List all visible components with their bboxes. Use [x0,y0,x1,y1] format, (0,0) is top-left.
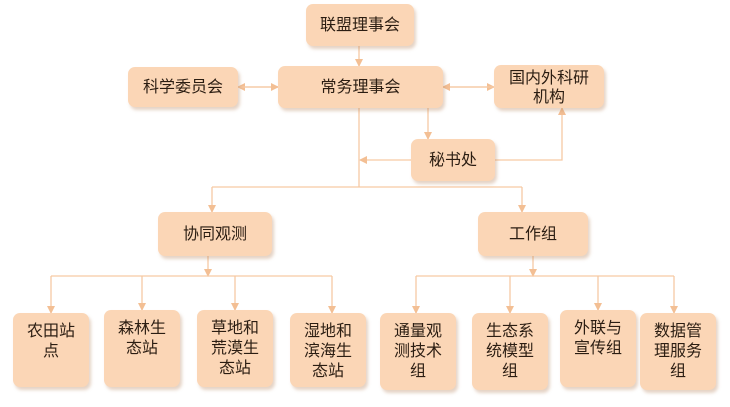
data-service-line-3: 组 [669,361,686,380]
data-service-line-2: 理服务 [653,341,702,360]
standing-council-box: 常务理事会 [278,66,443,108]
edge-secretariat-domestic [495,107,566,161]
data-service-group-box: 数据管 理服务 组 [640,313,716,390]
working-groups-box: 工作组 [478,212,588,256]
science-committee-label: 科学委员会 [142,77,223,96]
data-service-line-1: 数据管 [653,321,702,340]
farmland-line-2: 点 [42,341,59,360]
flux-line-3: 组 [409,361,426,380]
secretariat-box: 秘书处 [411,139,495,181]
domestic-foreign-line-2: 机构 [532,86,565,106]
science-committee-box: 科学委员会 [128,67,238,107]
flux-line-2: 测技术 [393,341,442,360]
working-groups-label: 工作组 [508,224,557,243]
forest-line-2: 态站 [125,338,158,357]
flux-line-1: 通量观 [393,321,442,340]
grassland-line-1: 草地和 [210,318,259,337]
model-line-1: 生态系 [485,321,534,340]
domestic-foreign-box: 国内外科研 机构 [494,65,604,108]
model-line-2: 统模型 [485,341,534,360]
grassland-desert-station-box: 草地和 荒漠生 态站 [197,310,273,387]
grassland-line-3: 态站 [218,358,251,377]
forest-station-box: 森林生 态站 [104,310,180,387]
secretariat-label: 秘书处 [428,150,477,169]
domestic-foreign-line-1: 国内外科研 [508,67,589,87]
outreach-line-2: 宣传组 [573,338,622,357]
outreach-group-box: 外联与 宣传组 [560,310,636,387]
farmland-station-box: 农田站 点 [13,313,89,387]
flux-technique-group-box: 通量观 测技术 组 [380,313,456,390]
cooperative-observation-label: 协同观测 [182,224,247,243]
grassland-line-2: 荒漠生 [210,338,259,357]
standing-council-label: 常务理事会 [320,77,401,96]
council-box: 联盟理事会 [306,4,414,46]
wetland-line-3: 态站 [311,361,344,380]
outreach-line-1: 外联与 [573,318,622,337]
model-line-3: 组 [501,361,518,380]
wetland-line-2: 滨海生 [303,341,352,360]
farmland-line-1: 农田站 [26,321,75,340]
council-label: 联盟理事会 [319,15,400,34]
ecosystem-model-group-box: 生态系 统模型 组 [472,313,548,390]
wetland-line-1: 湿地和 [303,321,352,340]
forest-line-1: 森林生 [117,318,166,337]
cooperative-observation-box: 协同观测 [158,212,272,256]
wetland-coastal-station-box: 湿地和 滨海生 态站 [290,313,366,387]
